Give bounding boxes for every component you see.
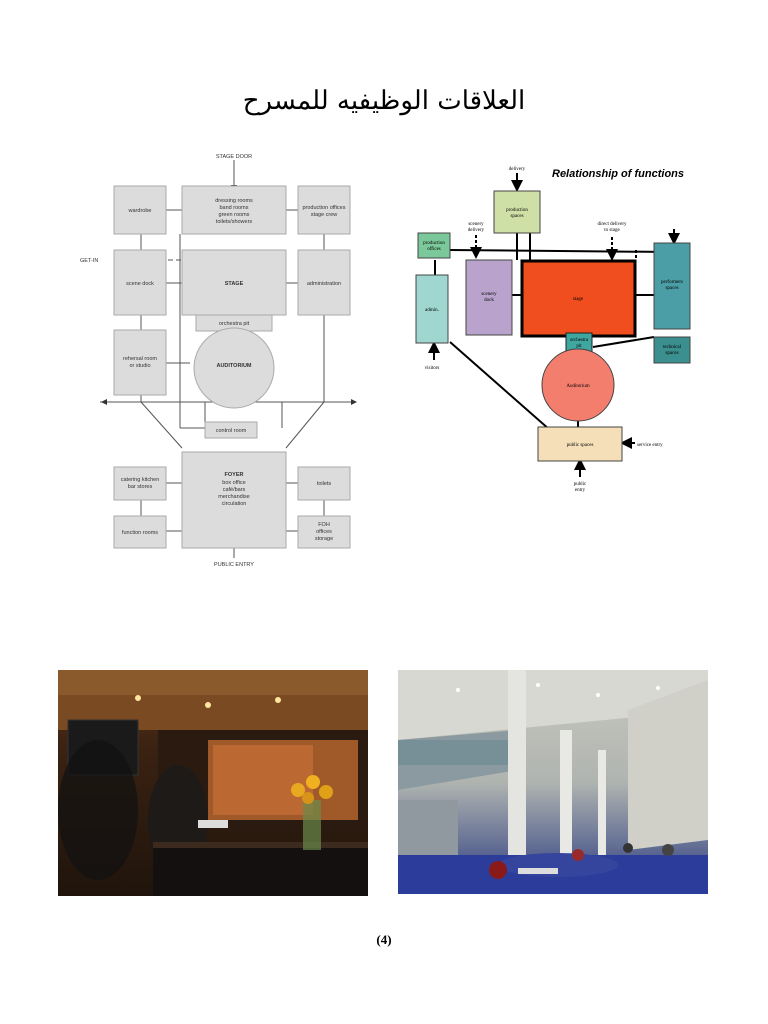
orchestra-pit-line-1: orchestra <box>570 338 589 343</box>
production-offices-box <box>297 185 351 235</box>
rehearsal-room-box <box>113 329 167 396</box>
foyer-bar-photo <box>58 670 368 896</box>
stage-box <box>181 249 287 316</box>
dressing-rooms-box <box>181 185 287 235</box>
admin-label: admin. <box>425 308 439 313</box>
auditorium-circle <box>193 327 275 409</box>
stage-label: STAGE <box>225 281 244 287</box>
scene-dock-label: scene dock <box>126 281 154 287</box>
auditorium-label: AUDITORIUM <box>216 363 251 369</box>
catering-line-1: catering kitchen <box>121 477 160 483</box>
functional-diagram-right: Relationship of functions delivery produ… <box>415 167 691 493</box>
technical-line-1: technical <box>663 345 682 350</box>
production-offices-line-1: production <box>423 241 445 246</box>
dressing-line-3: green rooms <box>219 212 250 218</box>
scenery-dock-box <box>465 259 513 336</box>
direct-delivery-line-1: direct delivery <box>597 222 627 227</box>
production-spaces-line-1: production <box>506 208 528 213</box>
scenery-delivery-line-1: scenery <box>468 222 484 227</box>
performers-spaces-box <box>653 242 691 330</box>
foh-line-1: FOH <box>318 522 330 528</box>
function-rooms-box <box>113 515 167 549</box>
foyer-line-3: merchandise <box>218 494 250 500</box>
scenery-dock-line-2: dock <box>484 298 494 303</box>
catering-kitchen-box <box>113 466 167 501</box>
foyer-line-4: circulation <box>222 501 247 507</box>
visitors-label: visitors <box>425 366 440 371</box>
foyer-line-2: café/bars <box>223 487 246 493</box>
stage-label: stage <box>573 297 584 302</box>
production-offices-line-2: stage crew <box>311 212 338 218</box>
delivery-label: delivery <box>509 167 526 172</box>
performers-line-2: spaces <box>665 286 678 291</box>
public-spaces-label: public spaces <box>567 443 594 448</box>
stage-box <box>520 259 637 338</box>
foyer-box <box>181 451 287 549</box>
service-entry-label: service entry <box>637 443 663 448</box>
wardrobe-box <box>113 185 167 235</box>
production-spaces-box <box>493 190 541 234</box>
technical-spaces-box <box>653 336 691 364</box>
performers-line-1: performers <box>661 280 683 285</box>
scene-dock-box <box>113 249 167 316</box>
orchestra-pit-label: orchestra pit <box>219 321 250 327</box>
toilets-box <box>297 466 351 501</box>
production-offices-line-2: offices <box>427 247 441 252</box>
scenery-dock-line-1: scenery <box>481 292 497 297</box>
rehearsal-line-2: or studio <box>129 363 150 369</box>
functional-diagram-left: STAGE DOOR GET-IN PUBLIC ENTRY wardrobe … <box>80 154 357 568</box>
page-number: (4) <box>376 932 392 947</box>
auditorium-circle <box>541 348 615 422</box>
production-offices-box <box>417 232 451 259</box>
wardrobe-label: wardrobe <box>128 208 152 214</box>
production-spaces-line-2: spaces <box>510 214 523 219</box>
scenery-delivery-line-2: delivery <box>468 228 485 233</box>
admin-box <box>415 274 449 344</box>
public-foyer-cafe-photo <box>398 670 708 894</box>
control-room-label: control room <box>216 428 247 434</box>
foh-line-2: offices <box>316 529 332 535</box>
public-entry-label: PUBLIC ENTRY <box>214 562 254 568</box>
public-entry-line-2: entry <box>575 488 586 493</box>
auditorium-label: Auditorium <box>566 384 589 389</box>
public-spaces-box <box>537 426 623 462</box>
toilets-label: toilets <box>317 481 332 487</box>
catering-line-2: bar stores <box>128 484 153 490</box>
administration-box <box>297 249 351 316</box>
foyer-title: FOYER <box>225 472 244 478</box>
foh-line-3: storage <box>315 536 333 542</box>
foh-box <box>297 515 351 549</box>
rehearsal-line-1: rehersal room <box>123 356 157 362</box>
administration-label: administration <box>307 281 341 287</box>
control-room-box <box>204 421 258 439</box>
orchestra-pit-line-2: pit <box>576 344 582 349</box>
dressing-line-4: toilets/showers <box>216 219 253 225</box>
dressing-line-1: dressing rooms <box>215 198 253 204</box>
function-rooms-label: function rooms <box>122 530 158 536</box>
get-in-label: GET-IN <box>80 258 98 264</box>
dressing-line-2: band rooms <box>219 205 248 211</box>
foyer-line-1: box office <box>222 480 245 486</box>
stage-door-label: STAGE DOOR <box>216 154 252 160</box>
page-title: العلاقات الوظيفيه للمسرح <box>242 86 526 116</box>
direct-delivery-line-2: to stage <box>604 228 620 233</box>
production-offices-line-1: production offices <box>302 205 345 211</box>
public-entry-line-1: public <box>574 482 587 487</box>
relationship-title: Relationship of functions <box>552 168 684 180</box>
technical-line-2: spaces <box>665 351 678 356</box>
